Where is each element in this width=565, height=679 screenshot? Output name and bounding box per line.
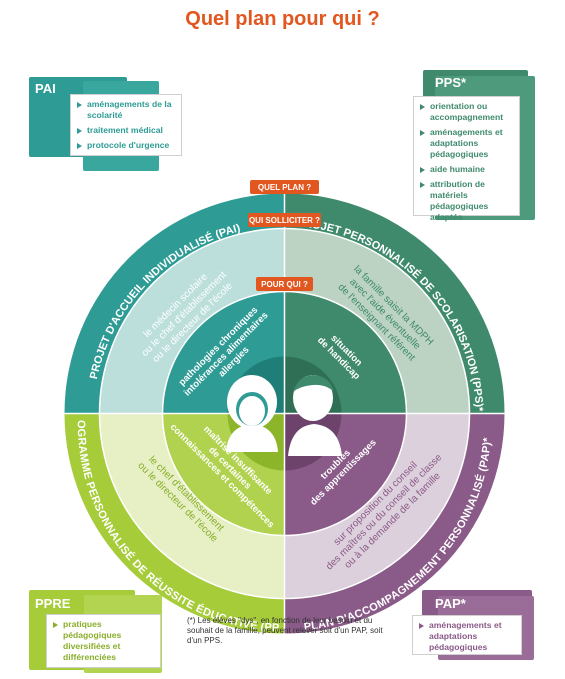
quel-plan-tag: QUEL PLAN ? [250, 180, 319, 194]
pai-card-item: protocole d'urgence [77, 140, 175, 151]
pai-card-item: aménagements de la scolarité [77, 99, 175, 121]
pps-card-item: aménagements et adaptations pédagogiques [420, 127, 513, 160]
svg-text:QUEL PLAN ?: QUEL PLAN ? [258, 183, 311, 192]
pai-card: PAI aménagements de la scolarité traitem… [29, 77, 182, 172]
ppre-card-title: PPRE [35, 596, 71, 611]
boy-icon [288, 375, 342, 456]
pap-card: PAP* aménagements et adaptations pédagog… [412, 590, 537, 662]
girl-icon [226, 375, 278, 452]
pour-qui-tag: POUR QUI ? [256, 277, 313, 291]
svg-text:QUI SOLLICITER ?: QUI SOLLICITER ? [249, 216, 320, 225]
pps-card-item: attribution de matériels pédagogiques ad… [420, 179, 513, 223]
svg-text:POUR QUI ?: POUR QUI ? [261, 280, 308, 289]
pap-card-item: aménagements et adaptations pédagogiques [419, 620, 515, 653]
qui-solliciter-tag: QUI SOLLICITER ? [248, 213, 321, 227]
pap-card-title: PAP* [435, 596, 466, 611]
pps-card: PPS* orientation ou accompagnement aména… [413, 70, 538, 223]
pai-card-title: PAI [35, 81, 56, 96]
ppre-card: PPRE pratiques pédagogiques diversifiées… [29, 590, 169, 675]
pai-card-item: traitement médical [77, 125, 175, 136]
ppre-card-item: pratiques pédagogiques diversifiées et d… [53, 619, 154, 663]
pps-card-item: aide humaine [420, 164, 513, 175]
footnote: (*) Les élèves "dys", en fonction de leu… [187, 616, 383, 645]
page-title: Quel plan pour qui ? [185, 8, 380, 30]
pps-card-title: PPS* [435, 75, 467, 90]
pps-card-item: orientation ou accompagnement [420, 101, 513, 123]
